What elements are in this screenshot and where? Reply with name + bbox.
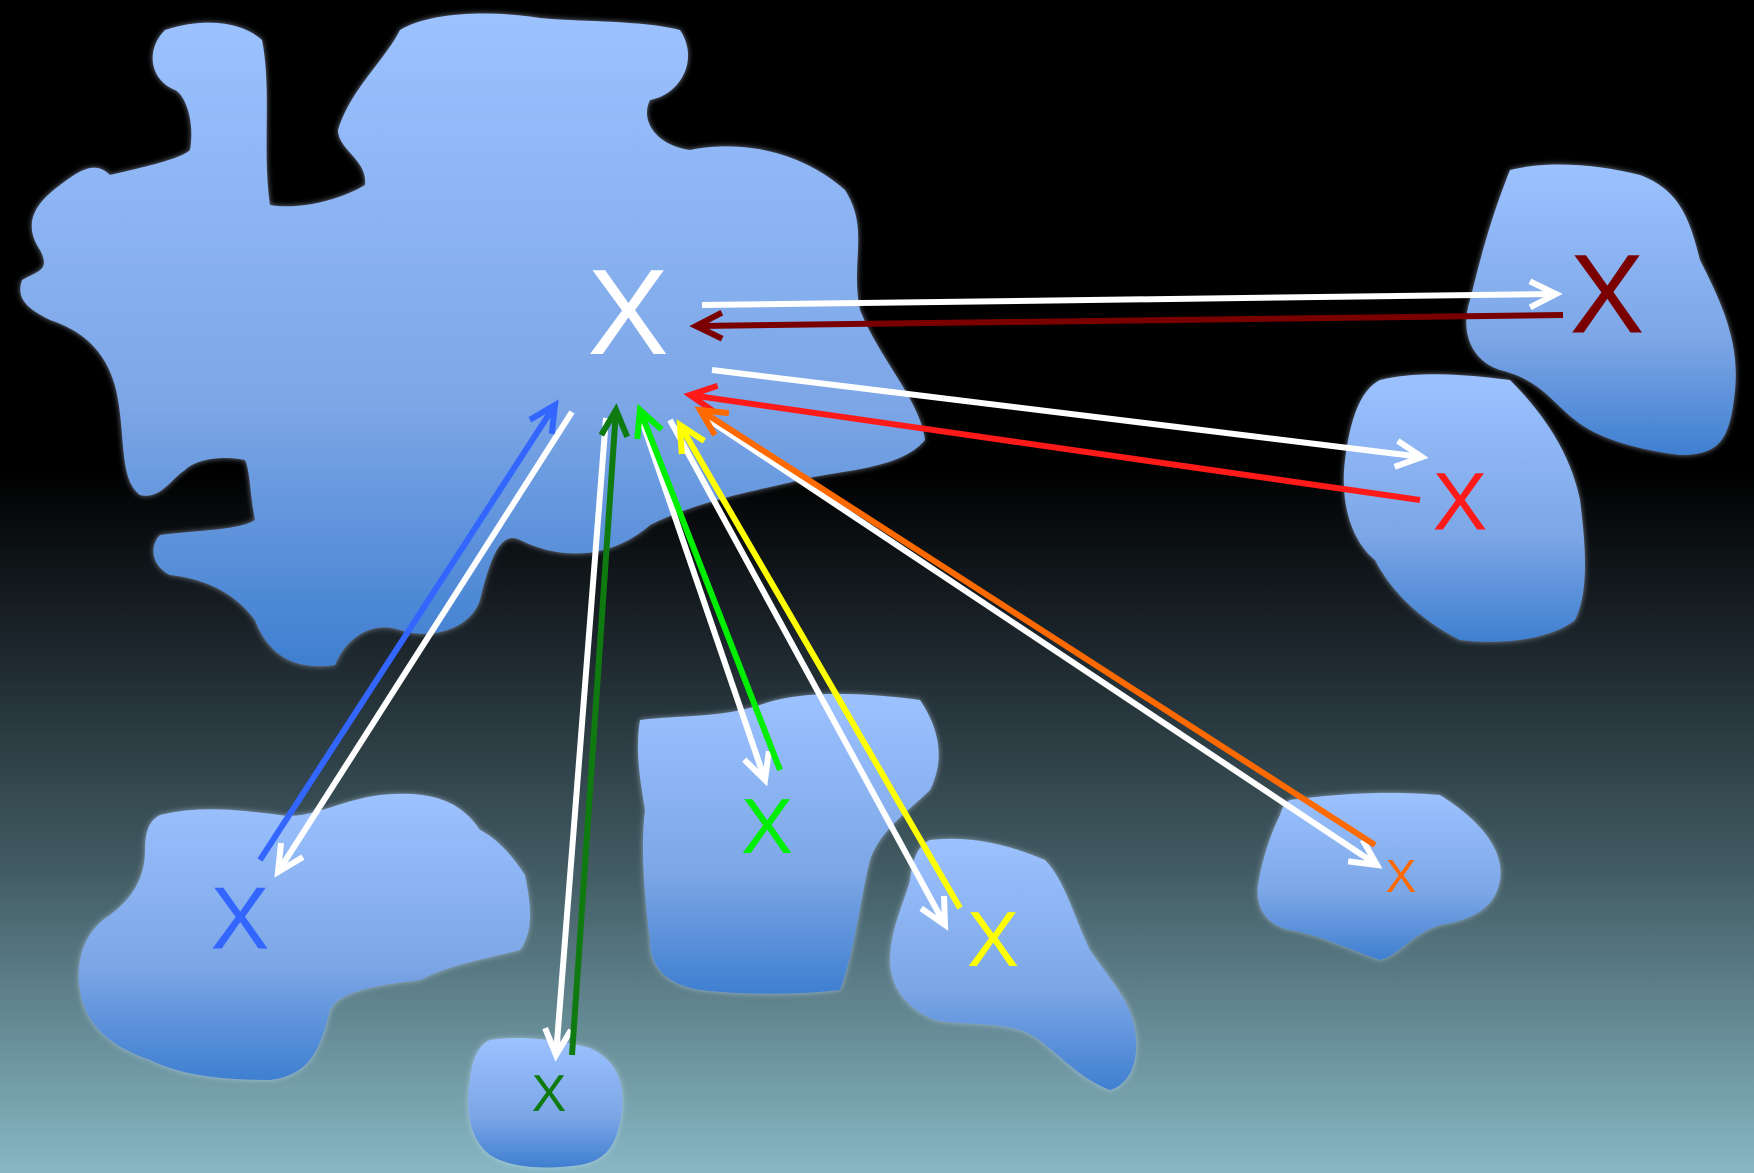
node-bottom-center-label: X [741,782,793,870]
region-bottom-left [78,793,530,1080]
arrow-from-right-middle-shaft [693,392,1421,503]
region-right-middle [1343,374,1585,642]
arrow-to-bottom-left-head [274,842,305,878]
links [257,278,1564,1062]
arrow-from-bottom-yellow-shaft [679,426,963,910]
arrow-from-bottom-yellow-head [676,419,706,455]
arrow-to-right-middle-shaft [711,367,1419,460]
region-bottom-yellow [890,838,1137,1090]
arrow-to-right-middle [711,367,1429,470]
arrow-from-far-right-top-shaft [699,312,1564,329]
node-far-right-top-label: X [1570,232,1645,357]
arrow-to-far-right-top-head [1528,278,1563,310]
arrow-to-bottom-center [637,414,772,787]
node-center-label: X [587,244,668,380]
arrow-to-far-right-top [701,278,1563,310]
arrow-to-bottom-right-small-shaft [701,413,1376,866]
arrow-to-bottom-yellow-shaft [667,418,946,923]
node-bottom-right-small-label: X [1386,850,1417,902]
arrow-from-bottom-left-shaft [257,406,556,862]
arrow-from-right-middle [683,382,1421,503]
arrow-from-bottom-small [569,403,630,1056]
region-center [20,13,926,667]
region-bottom-small [468,1037,623,1168]
arrow-to-bottom-center-head [742,750,772,787]
arrow-from-far-right-top-head [689,310,724,342]
arrow-from-far-right-top [689,310,1564,342]
arrow-from-bottom-yellow [676,419,963,910]
arrow-to-bottom-small-shaft [553,417,609,1052]
region-bottom-right-small [1257,792,1501,960]
arrow-from-bottom-small-head [598,403,630,438]
arrow-to-bottom-right-small [701,413,1383,869]
arrow-from-right-middle-head [683,382,719,415]
arrow-to-bottom-small [542,417,609,1062]
arrow-from-bottom-right-small-head [694,406,730,437]
arrow-from-bottom-left [257,399,559,862]
arrow-from-bottom-right-small [694,406,1377,848]
arrow-from-bottom-small-shaft [569,413,619,1056]
arrow-to-bottom-left [274,410,575,878]
region-bottom-center [637,693,939,994]
region-far-right-top [1466,164,1736,456]
node-labels: X X X X X X X X [211,232,1645,1124]
arrow-to-far-right-top-shaft [701,291,1553,308]
node-bottom-small-label: X [532,1065,567,1123]
arrow-to-bottom-yellow-head [919,895,949,931]
arrow-from-bottom-center-head [634,403,664,440]
arrow-from-bottom-center-shaft [638,412,783,772]
node-right-middle-label: X [1433,457,1488,548]
arrow-to-bottom-yellow [667,418,949,931]
arrow-to-bottom-small-head [542,1026,574,1062]
arrow-from-bottom-right-small-shaft [701,409,1377,848]
arrow-to-bottom-left-shaft [277,410,575,871]
arrow-from-bottom-center [634,403,783,772]
regions [20,13,1736,1168]
arrow-to-bottom-center-shaft [637,414,767,778]
arrow-to-bottom-right-small-head [1347,838,1383,869]
arrow-to-right-middle-head [1393,438,1429,470]
arrow-from-bottom-left-head [528,399,559,435]
node-bottom-yellow-label: X [967,895,1019,983]
node-bottom-left-label: X [211,869,270,968]
